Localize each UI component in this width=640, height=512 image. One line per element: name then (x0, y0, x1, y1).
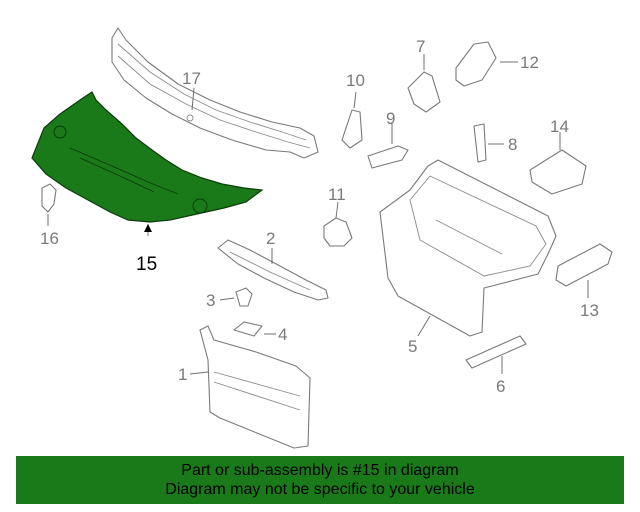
part-1-lower-panel[interactable] (199, 325, 311, 449)
callout-15: 15 (136, 254, 157, 275)
callout-12: 12 (520, 53, 539, 72)
part-9-cover[interactable] (367, 145, 409, 169)
part-6-strip[interactable] (465, 335, 527, 369)
callout-1: 1 (178, 365, 187, 384)
callout-10: 10 (346, 71, 365, 90)
part-3-clip[interactable] (235, 287, 253, 307)
callout-5: 5 (408, 337, 417, 356)
exploded-parts-diagram: 17 15 16 2 3 4 1 11 (31, 27, 613, 449)
part-7-bracket[interactable] (407, 71, 441, 113)
part-10-bracket[interactable] (341, 109, 363, 149)
part-info-banner: Part or sub-assembly is #15 in diagram D… (16, 456, 624, 504)
part-14-tray[interactable] (529, 149, 587, 195)
callout-14: 14 (550, 117, 569, 136)
callout-4: 4 (278, 325, 287, 344)
part-2-trim-strip[interactable] (217, 239, 329, 301)
callout-11: 11 (328, 185, 346, 204)
part-13-sill[interactable] (555, 243, 613, 287)
callout-6: 6 (496, 377, 505, 396)
callout-8: 8 (508, 135, 517, 154)
callout-13: 13 (580, 301, 599, 320)
part-5-trunk-liner[interactable] (379, 159, 557, 337)
banner-line-disclaimer: Diagram may not be specific to your vehi… (165, 481, 475, 498)
banner-line-part: Part or sub-assembly is #15 in diagram (181, 462, 459, 479)
part-4-pad[interactable] (233, 321, 263, 337)
part-12-housing[interactable] (455, 41, 497, 87)
part-16-clip[interactable] (41, 183, 57, 213)
callout-3: 3 (206, 291, 215, 310)
part-8-strip[interactable] (473, 123, 487, 163)
callout-9: 9 (386, 109, 395, 128)
callout-17: 17 (182, 69, 201, 88)
part-17-cowl-trim[interactable] (111, 27, 319, 159)
callout-2: 2 (266, 229, 275, 248)
part-11-bracket[interactable] (323, 217, 353, 247)
part-15-highlighted-panel[interactable] (31, 91, 264, 223)
callout-16: 16 (40, 229, 59, 248)
callout-7: 7 (416, 37, 425, 56)
